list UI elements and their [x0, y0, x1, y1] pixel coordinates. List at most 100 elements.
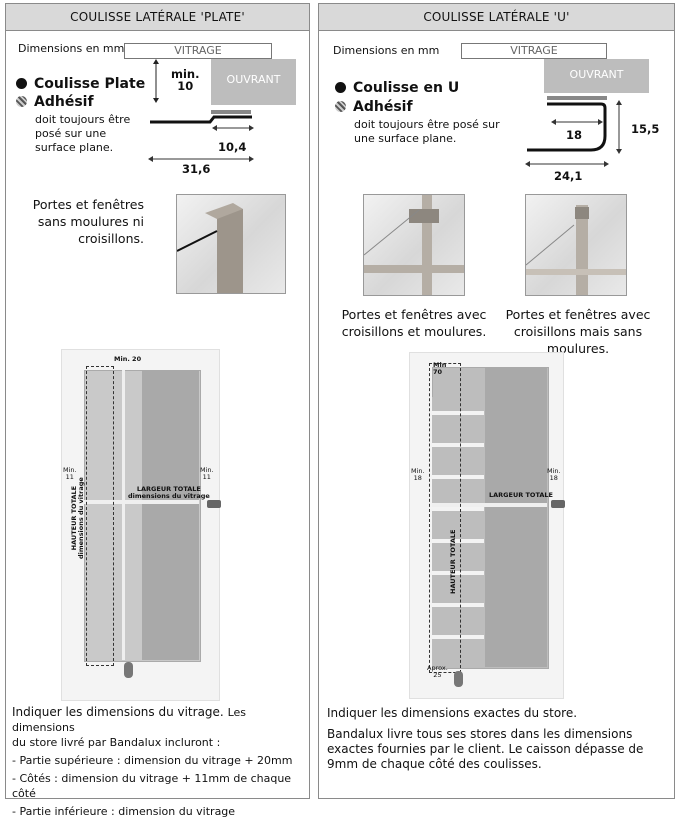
left-blind	[142, 370, 199, 660]
min-label: Min.	[411, 467, 425, 475]
left-notes-intro: Indiquer les dimensions du vitrage.	[12, 705, 224, 719]
hatched-dot-icon	[16, 96, 27, 107]
caption-line: croisillons et moulures.	[341, 324, 487, 339]
left-hauteur: HAUTEUR TOTALE dimensions du vitrage	[70, 477, 85, 559]
frame-croisillon-drawing	[525, 205, 626, 295]
filled-dot-icon	[335, 82, 346, 93]
right-dashed-area	[429, 363, 461, 673]
left-adhesif-title: Adhésif	[16, 94, 94, 110]
right-adhesif-line: une surface plane.	[354, 132, 457, 145]
right-blind	[485, 367, 547, 667]
left-notes-intro-rest: Les dimensions	[12, 706, 247, 734]
caption-line: Portes et fenêtres avec	[505, 307, 651, 322]
left-min20: Min. 20	[114, 355, 142, 363]
left-rail	[122, 370, 125, 660]
right-adhesif-note: doit toujours être posé sur une surface …	[354, 118, 500, 146]
left-coulisse-title: Coulisse Plate	[16, 76, 145, 92]
left-bullet: - Partie inférieure : dimension du vitra…	[12, 805, 236, 818]
right-photo-1	[363, 194, 465, 296]
right-caption-1: Portes et fenêtres avec croisillons et m…	[329, 306, 499, 340]
left-min-text: min.	[171, 67, 200, 81]
left-notes: Indiquer les dimensions du vitrage. Les …	[12, 705, 307, 819]
right-notes-intro: Indiquer les dimensions exactes du store…	[327, 706, 578, 720]
hauteur-sub: dimensions du vitrage	[77, 477, 85, 559]
right-header: COULISSE LATÉRALE 'U'	[319, 4, 674, 31]
right-notes-line: 9mm de chaque côté des coulisses.	[327, 757, 542, 771]
right-door-diagram	[409, 352, 565, 699]
left-notes-line: du store livré par Bandalux incluront :	[12, 736, 221, 749]
handle-icon	[207, 500, 221, 508]
frame-corner-drawing	[176, 203, 243, 293]
left-dim-10-4: 10,4	[218, 140, 247, 154]
left-doors-caption: Portes et fenêtres sans moulures ni croi…	[26, 196, 144, 247]
left-panel: COULISSE LATÉRALE 'PLATE' Dimensions en …	[5, 3, 310, 818]
right-dim-18: 18	[566, 128, 583, 142]
left-doors-line: croisillons.	[78, 231, 144, 246]
min-label: Min.	[200, 466, 214, 474]
bottom-handle-icon	[124, 662, 133, 678]
right-dim-24-1: 24,1	[554, 169, 583, 183]
left-door-diagram	[61, 349, 221, 701]
right-coulisse-text: Coulisse en U	[353, 80, 460, 96]
frame-moulure-drawing	[363, 195, 464, 295]
hatched-dot-icon	[335, 101, 346, 112]
min-label: Min	[433, 361, 447, 369]
left-section-drawing	[148, 59, 254, 162]
left-adhesif-line: doit toujours être	[35, 113, 131, 126]
right-coulisse-title: Coulisse en U	[335, 80, 459, 96]
min-value: 70	[433, 368, 443, 376]
right-vitrage-box: VITRAGE	[461, 43, 607, 59]
right-dim-15-5: 15,5	[631, 122, 660, 136]
left-bullet: - Côtés : dimension du vitrage + 11mm de…	[12, 772, 292, 800]
right-photo-2	[525, 194, 627, 296]
right-min18-left: Min. 18	[411, 468, 425, 482]
left-adhesif-note: doit toujours être posé sur une surface …	[35, 113, 130, 155]
largeur-sub: dimensions du vitrage	[128, 492, 210, 500]
left-doors-line: Portes et fenêtres	[32, 197, 144, 212]
largeur-label: LARGEUR TOTALE	[136, 485, 201, 493]
left-min-label: min. 10	[171, 68, 199, 92]
left-adhesif-line: surface plane.	[35, 141, 114, 154]
left-min11-left: Min. 11	[63, 467, 77, 481]
right-adhesif-title: Adhésif	[335, 99, 413, 115]
right-bar	[432, 503, 547, 507]
right-panel: COULISSE LATÉRALE 'U' Dimensions en mm V…	[318, 3, 675, 799]
right-adhesif-text: Adhésif	[353, 99, 413, 115]
right-min18-right: Min. 18	[547, 468, 561, 482]
right-dimensions-label: Dimensions en mm	[333, 44, 440, 57]
caption-line: Portes et fenêtres avec	[341, 307, 487, 322]
left-dim-31-6: 31,6	[182, 162, 211, 176]
right-min70: Min 70	[433, 362, 446, 376]
left-header: COULISSE LATÉRALE 'PLATE'	[6, 4, 309, 31]
left-largeur: LARGEUR TOTALE dimensions du vitrage	[128, 486, 210, 500]
right-adhesif-line: doit toujours être posé sur	[354, 118, 500, 131]
min-label: Min.	[63, 466, 77, 474]
left-ouvrant-box: OUVRANT	[211, 59, 296, 105]
filled-dot-icon	[16, 78, 27, 89]
right-largeur: LARGEUR TOTALE	[489, 491, 554, 499]
right-notes: Indiquer les dimensions exactes du store…	[327, 706, 672, 772]
left-min11-right: Min. 11	[200, 467, 214, 481]
left-adhesif-text: Adhésif	[34, 94, 94, 110]
left-bar	[84, 500, 199, 504]
aprox-value: 25	[433, 671, 442, 679]
right-hauteur: HAUTEUR TOTALE	[449, 529, 457, 594]
left-doors-line: sans moulures ni	[37, 214, 144, 229]
right-ouvrant-box: OUVRANT	[544, 59, 649, 93]
left-vitrage-box: VITRAGE	[124, 43, 272, 59]
bottom-handle-icon	[454, 671, 463, 687]
left-bullet: - Partie supérieure : dimension du vitra…	[12, 754, 293, 767]
right-croisillons	[432, 397, 484, 667]
left-adhesif-line: posé sur une	[35, 127, 107, 140]
min-value: 11	[65, 473, 74, 481]
min-label: Min.	[547, 467, 561, 475]
right-notes-line: Bandalux livre tous ses stores dans les …	[327, 727, 633, 741]
right-notes-line: exactes fournies par le client. Le caiss…	[327, 742, 644, 756]
min-value: 11	[202, 473, 211, 481]
right-section-drawing	[525, 96, 622, 167]
left-dimensions-label: Dimensions en mm	[18, 42, 125, 55]
right-aprox: Aprox. 25	[427, 665, 448, 679]
left-dashed-area	[86, 366, 114, 666]
min-value: 18	[549, 474, 558, 482]
left-min-value: 10	[177, 79, 194, 93]
